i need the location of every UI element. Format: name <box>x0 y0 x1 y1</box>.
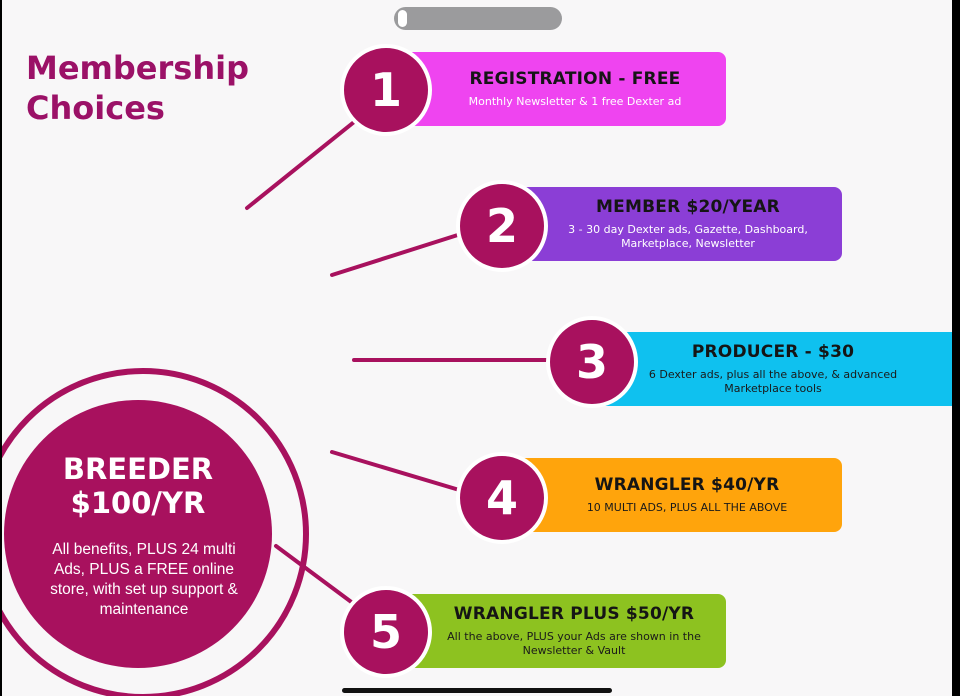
breeder-title: BREEDER $100/YR <box>4 452 272 520</box>
tier-card-registration: REGISTRATION - FREE Monthly Newsletter &… <box>394 52 726 126</box>
tier-description: Monthly Newsletter & 1 free Dexter ad <box>468 95 682 108</box>
breeder-title-line-1: BREEDER <box>62 452 214 486</box>
breeder-price: $100/YR <box>70 486 206 520</box>
connector-line-1 <box>245 112 366 210</box>
page-title: Membership Choices <box>26 48 249 128</box>
tier-description: All the above, PLUS your Ads are shown i… <box>447 630 701 657</box>
tier-number-badge: 5 <box>340 586 432 678</box>
breeder-description: All benefits, PLUS 24 multi Ads, PLUS a … <box>50 541 238 618</box>
connector-line-2 <box>330 231 466 277</box>
tier-name: MEMBER $20/YEAR <box>596 197 780 217</box>
tier-number-badge: 4 <box>456 452 548 544</box>
status-indicator-icon <box>398 10 407 27</box>
breeder-outer-ring <box>2 368 309 696</box>
tier-card-wrangler: WRANGLER $40/YR 10 MULTI ADS, PLUS ALL T… <box>512 458 842 532</box>
title-line-1: Membership <box>26 49 249 87</box>
breeder-tier-circle: BREEDER $100/YR All benefits, PLUS 24 mu… <box>4 400 272 668</box>
tier-number-badge: 2 <box>456 180 548 272</box>
tier-description: 6 Dexter ads, plus all the above, & adva… <box>648 368 898 395</box>
tier-name: REGISTRATION - FREE <box>469 69 681 89</box>
connector-line-4 <box>330 450 468 494</box>
home-indicator[interactable] <box>342 688 612 693</box>
tier-name: PRODUCER - $30 <box>691 342 855 362</box>
tier-name: WRANGLER $40/YR <box>594 475 780 495</box>
tier-description: 10 MULTI ADS, PLUS ALL THE ABOVE <box>586 501 788 514</box>
title-line-2: Choices <box>26 89 165 127</box>
tier-number-badge: 1 <box>340 44 432 136</box>
tier-number-badge: 3 <box>546 316 638 408</box>
tier-card-wrangler-plus: WRANGLER PLUS $50/YR All the above, PLUS… <box>394 594 726 668</box>
tier-name: WRANGLER PLUS $50/YR <box>453 604 695 624</box>
tier-card-producer: PRODUCER - $30 6 Dexter ads, plus all th… <box>598 332 952 406</box>
tier-description: 3 - 30 day Dexter ads, Gazette, Dashboar… <box>568 223 808 250</box>
tier-card-member: MEMBER $20/YEAR 3 - 30 day Dexter ads, G… <box>512 187 842 261</box>
status-bar-pill <box>394 7 562 30</box>
